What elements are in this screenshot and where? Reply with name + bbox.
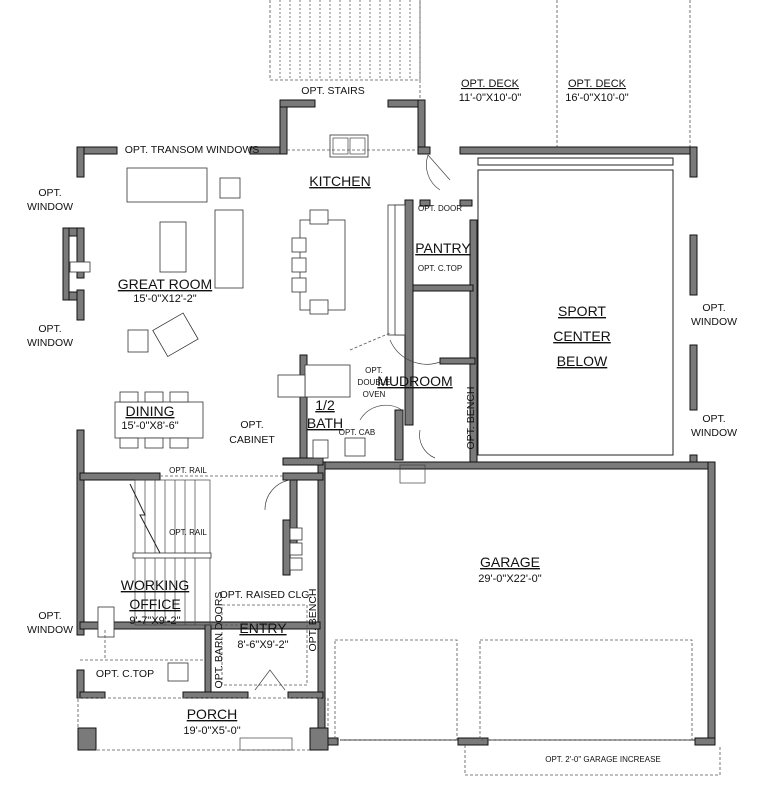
working-office-dimensions: 9'-7"X9'-2" bbox=[129, 615, 180, 627]
half-bath-label-2: BATH bbox=[307, 415, 343, 431]
garage-increase-label: OPT. 2'-0" GARAGE INCREASE bbox=[545, 755, 661, 764]
window-left-1-label-2: WINDOW bbox=[27, 201, 73, 213]
opt-cab-label: OPT. CAB bbox=[339, 428, 375, 437]
raised-ceiling-label: OPT. RAISED CLG. bbox=[220, 589, 313, 601]
room-labels: OPT. STAIRS OPT. DECK 11'-0"X10'-0" OPT.… bbox=[27, 78, 737, 764]
fireplace-icon bbox=[69, 261, 91, 273]
working-office-label: WORKING bbox=[121, 577, 189, 593]
window-right-1-label: OPT. bbox=[702, 302, 725, 314]
great-room-dimensions: 15'-0"X12'-2" bbox=[133, 293, 196, 305]
transom-windows-label: OPT. TRANSOM WINDOWS bbox=[125, 144, 260, 156]
kitchen-sink-icon bbox=[287, 134, 418, 158]
double-oven-label: OPT. bbox=[365, 366, 383, 375]
sofa-icon bbox=[126, 167, 244, 358]
fireplace-hatch bbox=[277, 364, 351, 398]
rail-label-2: OPT. RAIL bbox=[169, 528, 207, 537]
garage-dimensions: 29'-0"X22'-0" bbox=[478, 573, 541, 585]
window-right-2-label-2: WINDOW bbox=[691, 427, 737, 439]
deck1-dimensions: 11'-0"X10'-0" bbox=[459, 92, 522, 104]
entry-label: ENTRY bbox=[239, 620, 287, 636]
kitchen-label: KITCHEN bbox=[309, 173, 370, 189]
working-office-label-2: OFFICE bbox=[129, 596, 180, 612]
opt-stairs-label: OPT. STAIRS bbox=[301, 85, 364, 97]
window-right-1-label-2: WINDOW bbox=[691, 316, 737, 328]
window-right-2-label: OPT. bbox=[702, 413, 725, 425]
half-bath-label: 1/2 bbox=[315, 397, 335, 413]
dining-label: DINING bbox=[126, 403, 175, 419]
entry-raised-ceiling-outline bbox=[221, 604, 308, 686]
staircase bbox=[129, 475, 283, 626]
window-left-3-label: OPT. bbox=[38, 610, 61, 622]
opt-door-label: OPT. DOOR bbox=[418, 204, 462, 213]
porch-outline bbox=[77, 697, 329, 751]
optional-deck-outlines bbox=[269, 0, 691, 150]
pantry-countertop-label: OPT. C.TOP bbox=[418, 264, 462, 273]
garage-label: GARAGE bbox=[480, 554, 540, 570]
kitchen-island-icon bbox=[291, 209, 346, 315]
great-room-label: GREAT ROOM bbox=[118, 276, 212, 292]
garage-door-outlines bbox=[334, 639, 693, 741]
sport-center-label: SPORT bbox=[558, 303, 606, 319]
double-oven-label-3: OVEN bbox=[363, 390, 386, 399]
storage-shelves bbox=[289, 527, 303, 571]
office-countertop-label: OPT. C.TOP bbox=[96, 668, 154, 680]
entry-dimensions: 8'-6"X9'-2" bbox=[237, 639, 288, 651]
garage-increase-outline bbox=[464, 745, 721, 776]
window-left-2-label-2: WINDOW bbox=[27, 337, 73, 349]
deck2-dimensions: 16'-0"X10'-0" bbox=[565, 92, 628, 104]
opt-cabinet-label-2: CABINET bbox=[229, 434, 275, 446]
double-oven-label-2: DOUBLE bbox=[358, 378, 391, 387]
mudroom-bench-label: OPT. BENCH bbox=[465, 386, 477, 449]
sport-center-label-2: CENTER bbox=[553, 328, 611, 344]
barn-doors-label: OPT. BARN DOORS bbox=[213, 592, 225, 689]
pantry-label: PANTRY bbox=[415, 240, 471, 256]
bath-fixtures bbox=[312, 437, 426, 484]
walls bbox=[62, 99, 716, 746]
kitchen-counter bbox=[387, 204, 406, 336]
porch-dimensions: 19'-0"X5'-0" bbox=[183, 725, 240, 737]
deck2-label: OPT. DECK bbox=[568, 78, 627, 90]
dining-dimensions: 15'-0"X8'-6" bbox=[121, 420, 178, 432]
window-left-3-label-2: WINDOW bbox=[27, 624, 73, 636]
rail-label-1: OPT. RAIL bbox=[169, 466, 207, 475]
entry-bench-label: OPT. BENCH bbox=[307, 588, 319, 651]
window-left-2-label: OPT. bbox=[38, 323, 61, 335]
doors bbox=[254, 154, 451, 691]
porch-label: PORCH bbox=[187, 706, 238, 722]
office-chair-icon bbox=[80, 606, 205, 682]
window-left-1-label: OPT. bbox=[38, 187, 61, 199]
deck1-label: OPT. DECK bbox=[461, 78, 520, 90]
mudroom-label: MUDROOM bbox=[377, 373, 452, 389]
sport-center-label-3: BELOW bbox=[557, 353, 608, 369]
dining-table-icon bbox=[114, 391, 204, 449]
opt-cabinet-label: OPT. bbox=[240, 419, 263, 431]
